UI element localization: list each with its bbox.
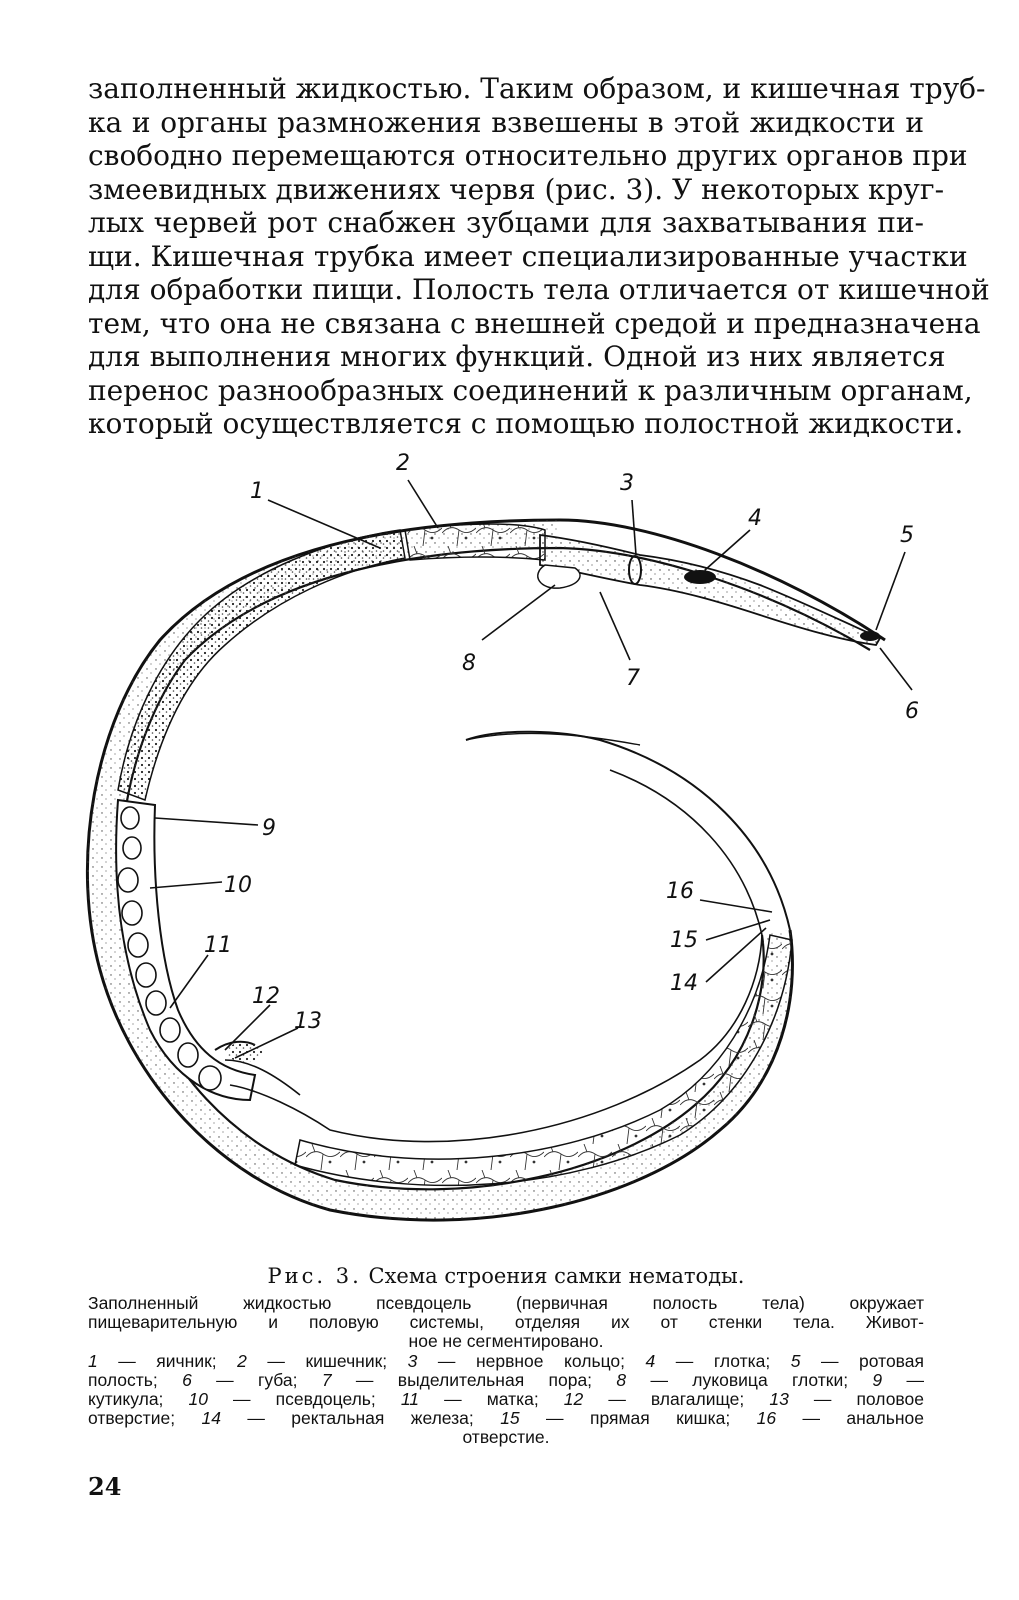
- label-11: 11: [204, 933, 232, 958]
- legend-number: 3: [407, 1351, 418, 1371]
- label-8: 8: [462, 651, 476, 676]
- legend-number: 9: [872, 1370, 883, 1390]
- legend-number: 15: [500, 1408, 520, 1428]
- legend-line: 1 — яичник; 2 — кишечник; 3 — нервное ко…: [88, 1352, 924, 1371]
- legend-line: отверстие.: [88, 1428, 924, 1447]
- body-line: который осуществляется с помощью полостн…: [88, 407, 964, 440]
- legend-text: — половое: [788, 1389, 924, 1409]
- intestine: [294, 934, 793, 1187]
- legend-text: — псевдоцель;: [207, 1389, 401, 1409]
- label-1: 1: [250, 479, 264, 504]
- label-2: 2: [396, 451, 410, 476]
- body-line: змеевидных движениях червя (рис. 3). У н…: [88, 172, 945, 206]
- legend-text: — прямая кишка;: [519, 1408, 757, 1428]
- legend-text: — выделительная пора;: [331, 1370, 617, 1390]
- body-line: лых червей рот снабжен зубцами для захва…: [88, 206, 924, 239]
- caption-desc-line: пищеварительную и половую системы, отдел…: [88, 1312, 924, 1332]
- body-line: для обработки пищи. Полость тела отличае…: [88, 273, 990, 306]
- legend-number: 7: [321, 1370, 332, 1390]
- legend-number: 11: [400, 1389, 420, 1409]
- label-9: 9: [262, 816, 276, 841]
- body-line: заполненный жидкостью. Таким образом, и …: [88, 72, 986, 105]
- legend-text: кутикула;: [88, 1389, 189, 1409]
- caption-desc-line: ное не сегментировано.: [408, 1331, 604, 1351]
- legend-text: — влагалище;: [583, 1389, 770, 1409]
- label-15: 15: [670, 928, 698, 953]
- label-3: 3: [620, 471, 634, 496]
- label-13: 13: [294, 1009, 322, 1034]
- label-16: 16: [666, 879, 694, 904]
- legend-number: 8: [616, 1370, 627, 1390]
- label-10: 10: [224, 873, 252, 898]
- legend-text: —: [882, 1370, 924, 1390]
- body-line: щи. Кишечная трубка имеет специализирова…: [88, 239, 968, 273]
- nematode-illustration: 1 2 3 4 5 6 7 8 9 10 11 12 13 14 15 16: [85, 451, 919, 1222]
- body-line: тем, что она не связана с внешней средой…: [88, 306, 981, 340]
- label-5: 5: [900, 523, 914, 548]
- figure-legend: 1 — яичник; 2 — кишечник; 3 — нервное ко…: [88, 1352, 924, 1447]
- egg-cells: [117, 806, 222, 1091]
- legend-text: — глотка;: [655, 1351, 791, 1371]
- uterus: [115, 798, 257, 1102]
- legend-text: — кишечник;: [246, 1351, 408, 1371]
- legend-number: 12: [563, 1389, 584, 1409]
- legend-number: 2: [237, 1351, 247, 1371]
- body-line: свободно перемещаются относительно други…: [88, 139, 968, 172]
- legend-text: — матка;: [419, 1389, 564, 1409]
- legend-line: полость; 6 — губа; 7 — выделительная пор…: [88, 1371, 924, 1390]
- legend-text: — нервное кольцо;: [417, 1351, 646, 1371]
- legend-text: — губа;: [191, 1370, 322, 1390]
- legend-text: — луковица глотки;: [626, 1370, 873, 1390]
- caption-title-text: Схема строения самки нематоды.: [368, 1264, 745, 1288]
- legend-number: 16: [756, 1408, 777, 1428]
- legend-number: 14: [201, 1408, 221, 1428]
- body-line: ка и органы размножения взвешены в этой …: [88, 105, 924, 139]
- figure-caption-title: Рис. 3. Схема строения самки нематоды.: [88, 1264, 924, 1288]
- label-6: 6: [905, 699, 919, 724]
- body-line: перенос разнообразных соединений к разли…: [88, 373, 973, 407]
- label-14: 14: [670, 971, 698, 996]
- caption-desc-line: Заполненный жидкостью псевдоцель (первич…: [88, 1293, 924, 1313]
- legend-text: — яичник;: [97, 1351, 238, 1371]
- pharynx: [539, 533, 882, 646]
- legend-text: — ректальная железа;: [220, 1408, 501, 1428]
- label-7: 7: [626, 666, 640, 691]
- legend-text: отверстие;: [88, 1408, 202, 1428]
- body-paragraph: заполненный жидкостью. Таким образом, и …: [88, 72, 990, 441]
- legend-number: 6: [182, 1370, 192, 1390]
- figure-caption-description: Заполненный жидкостью псевдоцель (первич…: [88, 1294, 924, 1351]
- label-4: 4: [748, 506, 762, 531]
- label-12: 12: [252, 984, 280, 1009]
- legend-line: отверстие; 14 — ректальная железа; 15 — …: [88, 1409, 924, 1428]
- legend-line: кутикула; 10 — псевдоцель; 11 — матка; 1…: [88, 1390, 924, 1409]
- page-number: 24: [88, 1472, 122, 1501]
- legend-text: — ротовая: [800, 1351, 924, 1371]
- legend-number: 10: [188, 1389, 208, 1409]
- legend-text: полость;: [88, 1370, 183, 1390]
- body-line: для выполнения многих функций. Одной из …: [88, 340, 946, 373]
- leader-lines: [149, 479, 913, 1059]
- legend-text: — анальное: [776, 1408, 924, 1428]
- caption-prefix: Рис. 3.: [267, 1264, 362, 1288]
- legend-number: 13: [769, 1389, 789, 1409]
- legend-text: отверстие.: [462, 1427, 550, 1447]
- legend-number: 5: [790, 1351, 801, 1371]
- legend-number: 1: [88, 1351, 98, 1371]
- ovary: [117, 529, 406, 801]
- legend-number: 4: [645, 1351, 656, 1371]
- tail: [465, 730, 791, 931]
